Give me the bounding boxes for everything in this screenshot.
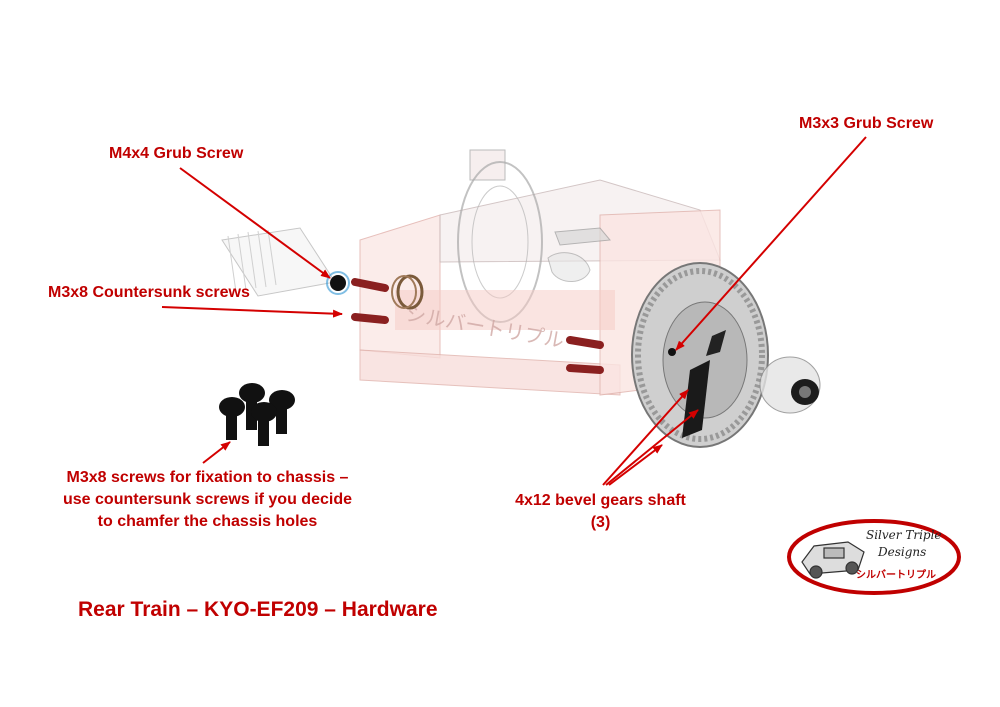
label-bevel-gears-shaft: 4x12 bevel gears shaft (3) xyxy=(498,490,703,534)
arrow-fixation xyxy=(202,441,231,464)
page-title: Rear Train – KYO-EF209 – Hardware xyxy=(78,598,438,621)
arrow-m3x8-countersunk xyxy=(161,306,343,318)
label-m3x8-countersunk: M3x8 Countersunk screws xyxy=(48,284,250,301)
m3x3-grub-screw xyxy=(668,348,676,356)
callout-arrows xyxy=(161,136,867,486)
label-bevel-line1: 4x12 bevel gears shaft xyxy=(515,492,686,509)
arrow-bevel-3 xyxy=(608,444,663,486)
label-m3x3-grub-screw: M3x3 Grub Screw xyxy=(799,115,934,132)
housing-screws xyxy=(351,274,604,374)
label-m4x4-grub-screw: M4x4 Grub Screw xyxy=(109,145,244,162)
arrow-m4x4 xyxy=(179,167,331,279)
logo-car-icon xyxy=(801,541,865,579)
loose-fixation-screws xyxy=(219,383,295,446)
housing-body xyxy=(359,149,721,396)
brand-logo xyxy=(787,519,961,595)
label-m3x8-fixation: M3x8 screws for fixation to chassis – us… xyxy=(45,467,370,533)
label-m3x8-fixation-line3: to chamfer the chassis holes xyxy=(97,513,318,530)
m4x4-grub-screw xyxy=(326,271,350,295)
label-m3x8-fixation-line1: M3x8 screws for fixation to chassis – xyxy=(66,469,349,486)
label-m3x8-fixation-line2: use countersunk screws if you decide xyxy=(63,491,352,508)
logo-line3: シルバートリプル xyxy=(856,570,936,581)
spur-gear xyxy=(631,262,821,448)
logo-line2: Designs xyxy=(878,545,927,559)
arrow-bevel-2 xyxy=(605,409,699,486)
arrow-m3x3 xyxy=(675,136,867,351)
arrow-bevel-1 xyxy=(602,389,689,486)
label-bevel-line2: (3) xyxy=(590,514,611,531)
logo-line1: Silver Triple xyxy=(866,528,942,542)
